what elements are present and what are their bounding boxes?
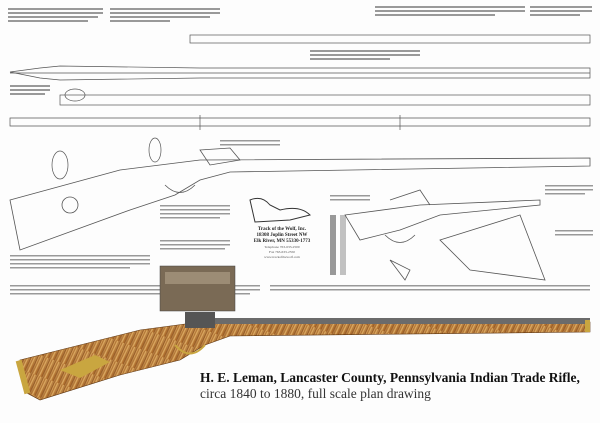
barrel-views xyxy=(9,34,591,180)
company-street: 18308 Joplin Street NW xyxy=(256,233,308,238)
caption-title: H. E. Leman, Lancaster County, Pennsylva… xyxy=(200,370,580,385)
text-blocks xyxy=(8,6,593,295)
rifle-side-view xyxy=(9,147,591,281)
company-name: Track of the Wolf, Inc. xyxy=(257,227,307,232)
caption: H. E. Leman, Lancaster County, Pennsylva… xyxy=(200,370,580,402)
company-city: Elk River, MN 55330-1773 xyxy=(253,239,311,244)
company-website: www.trackofthewolf.com xyxy=(264,255,300,259)
company-fax: Fax 763-633-2550 xyxy=(269,250,295,254)
company-telephone: Telephone 763-633-2500 xyxy=(264,245,300,249)
caption-subtitle: circa 1840 to 1880, full scale plan draw… xyxy=(200,386,431,401)
rifle-photo xyxy=(15,312,591,401)
company-info: Track of the Wolf, Inc. 18308 Joplin Str… xyxy=(236,227,328,260)
lock-sketch xyxy=(249,197,311,223)
